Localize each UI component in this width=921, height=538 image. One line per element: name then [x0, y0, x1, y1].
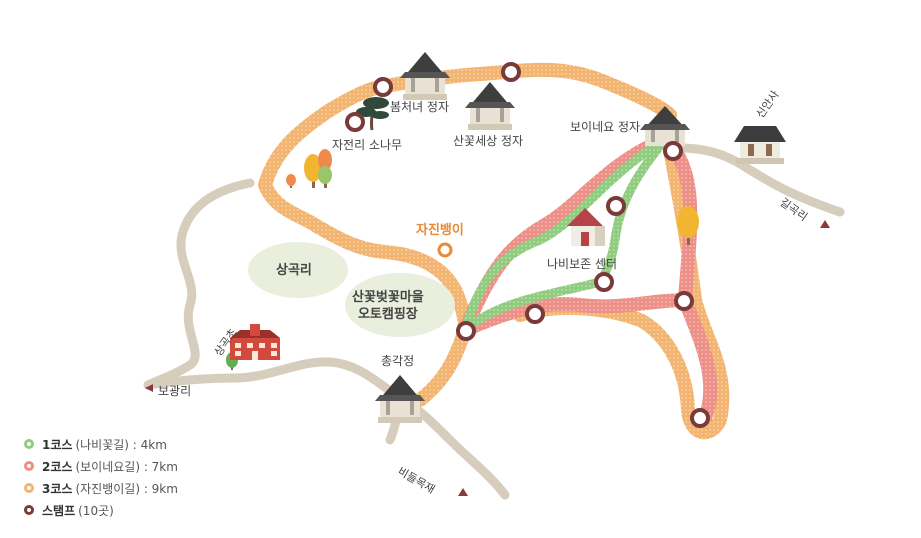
legend: 1코스 (나비꽃길) : 4km 2코스 (보이네요길) : 7km 3코스 (… [24, 433, 178, 521]
label-bomcheonyeo-pavilion: 봄처녀 정자 [390, 100, 450, 114]
stamp-point [525, 304, 545, 324]
label-sanggokri: 상곡리 [276, 263, 312, 278]
legend-name: 1코스 [42, 437, 73, 452]
direction-arrow-icon [820, 220, 830, 228]
stamp-point [690, 408, 710, 428]
stamp-point [373, 77, 393, 97]
legend-item-course-1: 1코스 (나비꽃길) : 4km [24, 433, 178, 455]
label-boineyo-pavilion: 보이네요 정자 [570, 120, 641, 134]
legend-name: 3코스 [42, 481, 73, 496]
road-sanggok [143, 357, 405, 403]
course-1-route [460, 135, 670, 335]
course-2-route [458, 133, 718, 425]
legend-detail: (자진뱅이길) : 9km [75, 481, 178, 496]
direction-arrow-icon [458, 488, 468, 496]
pavilion-icon [375, 375, 425, 423]
label-camping-line2: 오토캠핑장 [357, 307, 418, 322]
sanggokri-area [248, 242, 348, 298]
tree-icon [286, 149, 332, 188]
label-camping: 산꽃벚꽃마을 오토캠핑장 [352, 289, 424, 323]
stamp-point [663, 141, 683, 161]
pavilion-icon [465, 82, 515, 130]
label-sankkot-pavilion: 산꽃세상 정자 [453, 134, 524, 148]
legend-dot-course-2 [24, 461, 34, 471]
stamp-point [456, 321, 476, 341]
label-butterfly-center: 나비보존 센터 [547, 257, 618, 271]
legend-dot-stamp [24, 505, 34, 515]
stamp-point [345, 112, 365, 132]
road-east [675, 143, 845, 217]
legend-item-course-3: 3코스 (자진뱅이길) : 9km [24, 477, 178, 499]
legend-detail: (나비꽃길) : 4km [75, 437, 167, 452]
label-camping-line1: 산꽃벚꽃마을 [352, 290, 424, 305]
label-jajinbaengi: 자진뱅이 [416, 223, 464, 238]
school-icon [230, 324, 280, 360]
pavilion-icon [640, 106, 690, 146]
stamp-points [345, 62, 710, 428]
pavilion-icon [400, 52, 450, 100]
road-west [143, 178, 255, 390]
stamp-point [594, 272, 614, 292]
stamp-point [501, 62, 521, 82]
legend-item-course-2: 2코스 (보이네요길) : 7km [24, 455, 178, 477]
label-boganri: 보광리 [158, 384, 192, 398]
jajinbaengi-marker [437, 242, 453, 258]
stamp-point [674, 291, 694, 311]
label-jajeonri-pine: 자전리 소나무 [332, 138, 403, 152]
legend-detail: (10곳) [78, 503, 114, 518]
stamp-point [606, 196, 626, 216]
legend-name: 스탬프 [42, 503, 76, 518]
pine-tree-icon [356, 97, 389, 131]
temple-icon [734, 126, 786, 164]
legend-item-stamp: 스탬프 (10곳) [24, 499, 178, 521]
direction-arrow-icon [145, 384, 153, 392]
tree-icon [677, 206, 699, 245]
legend-name: 2코스 [42, 459, 73, 474]
legend-detail: (보이네요길) : 7km [75, 459, 178, 474]
legend-dot-course-3 [24, 483, 34, 493]
butterfly-center-icon [567, 208, 605, 246]
label-chonggakjeong: 총각정 [381, 354, 415, 368]
camping-area [345, 273, 455, 337]
legend-dot-course-1 [24, 439, 34, 449]
